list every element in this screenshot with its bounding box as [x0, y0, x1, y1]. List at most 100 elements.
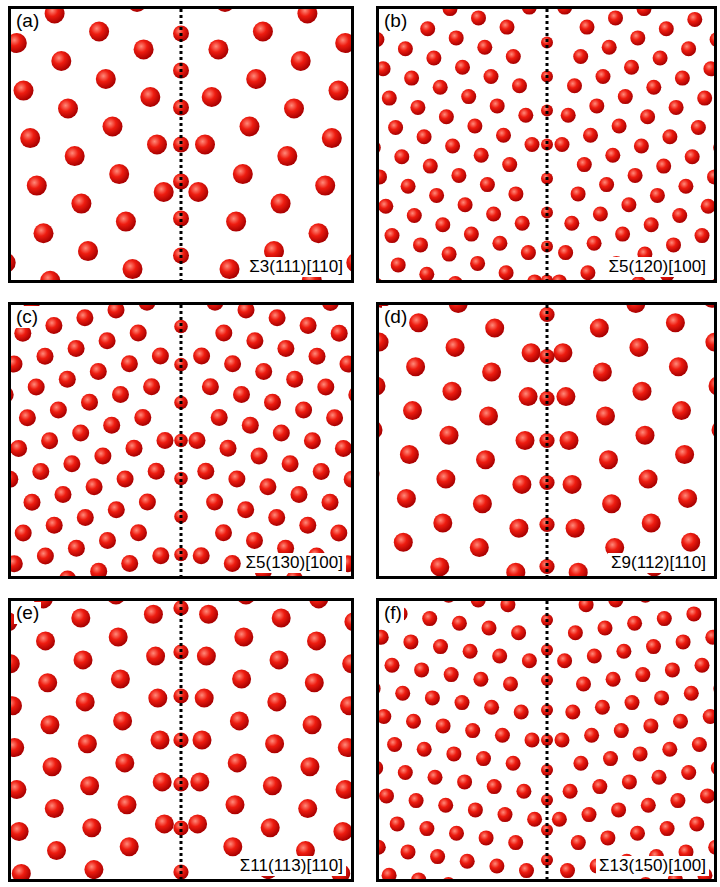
atom [476, 751, 491, 766]
atom [500, 20, 515, 35]
atom [63, 455, 80, 472]
atom [307, 631, 326, 650]
atom [11, 738, 24, 757]
atom [521, 245, 536, 260]
grain-boundary-panel: (b)Σ5(120)[100] [376, 6, 717, 283]
atom [144, 605, 163, 624]
atom [582, 807, 597, 822]
atom [708, 840, 714, 855]
atom [45, 799, 64, 818]
atom [616, 644, 631, 659]
atom [230, 711, 249, 730]
atom [305, 673, 324, 692]
atom [295, 401, 312, 418]
atom [635, 667, 650, 682]
atom [121, 555, 138, 572]
atom [644, 217, 659, 232]
atom [689, 816, 704, 831]
atom [486, 207, 501, 222]
atom [695, 228, 710, 243]
grain-boundary-panel: (f)Σ13(150)[100] [376, 598, 717, 882]
atom [90, 563, 107, 576]
atom [522, 9, 537, 15]
atom [414, 662, 429, 677]
atom [277, 340, 294, 357]
atom [662, 129, 677, 144]
atom [317, 378, 334, 395]
atom [638, 601, 653, 603]
atom [329, 81, 349, 101]
atom [237, 501, 254, 518]
atom [684, 686, 699, 701]
atom [86, 478, 103, 495]
atom [577, 157, 592, 172]
panel-letter: (c) [14, 306, 40, 328]
atom [500, 601, 515, 612]
atom [458, 197, 473, 212]
panel-letter: (d) [382, 306, 409, 328]
atom [499, 265, 514, 280]
atom [45, 317, 62, 334]
atom [567, 78, 582, 93]
atom [379, 278, 383, 281]
atom [240, 117, 260, 137]
atom [224, 555, 241, 572]
atom [71, 194, 91, 214]
atom [379, 32, 384, 47]
atom [123, 259, 143, 279]
atom [445, 139, 460, 154]
atom [482, 621, 497, 636]
atom [502, 157, 517, 172]
atom [197, 463, 214, 480]
grain-boundary-panel: (c)Σ5(130)[100] [8, 302, 354, 579]
atom [476, 450, 495, 469]
atom [713, 140, 714, 155]
atom [342, 654, 351, 673]
atom [277, 146, 297, 166]
atom [611, 802, 626, 817]
atom [555, 733, 570, 748]
atom [115, 753, 134, 772]
atom [253, 22, 273, 42]
atom [464, 227, 479, 242]
boundary-label: Σ11(113)[110] [237, 856, 346, 876]
atom [148, 463, 165, 480]
atom [522, 653, 537, 668]
atom [446, 338, 465, 357]
atom [76, 309, 93, 326]
atom [379, 169, 387, 184]
atom [147, 135, 167, 155]
atom [691, 120, 706, 135]
atom [379, 420, 383, 439]
atom [518, 108, 533, 123]
atom [340, 696, 351, 715]
atom [139, 494, 156, 511]
atom [401, 844, 416, 859]
atom [508, 186, 523, 201]
atom [681, 533, 700, 552]
atom [379, 760, 383, 775]
atom [580, 20, 595, 35]
atom [228, 753, 247, 772]
atom [525, 137, 540, 152]
atom [705, 630, 714, 645]
atom [442, 247, 457, 262]
atom [498, 807, 513, 822]
atom [394, 149, 409, 164]
atom [419, 267, 434, 280]
atom [508, 835, 523, 850]
atom [564, 216, 579, 231]
atom [555, 137, 570, 152]
atom [206, 494, 223, 511]
atom [188, 814, 207, 833]
grain-boundary-line [180, 305, 183, 576]
atom [11, 780, 26, 799]
atom [701, 199, 714, 214]
atom [387, 737, 402, 752]
atom [269, 309, 286, 326]
atom [553, 343, 572, 362]
atom [439, 109, 454, 124]
atom [190, 772, 209, 791]
atom [557, 653, 572, 668]
atom [322, 494, 339, 511]
